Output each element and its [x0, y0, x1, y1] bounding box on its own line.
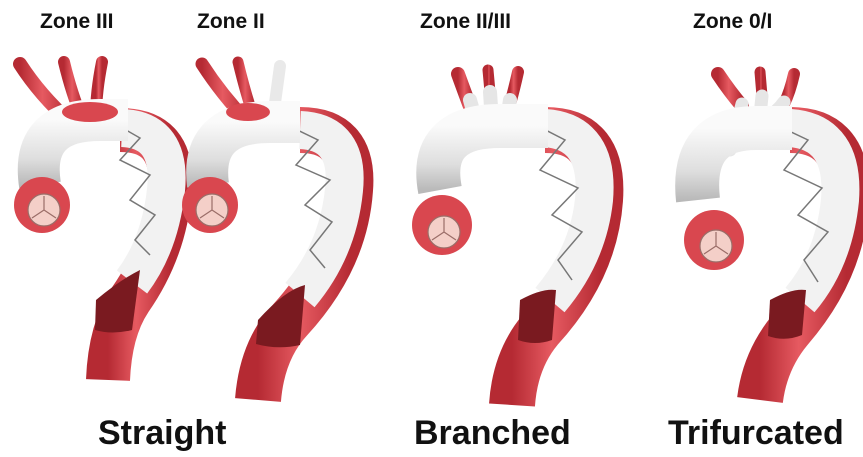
straight-label: Straight: [98, 414, 226, 453]
stent-graft: [300, 130, 345, 295]
aortic-lumen: [518, 290, 556, 343]
figure-zone-iii: [14, 62, 170, 380]
arch-graft: [39, 120, 128, 185]
branched-label: Branched: [414, 414, 571, 453]
figure-zone-ii: [182, 62, 350, 400]
aortic-lumen: [768, 290, 806, 339]
arch-graft: [438, 126, 548, 190]
aortic-lumen: [256, 285, 305, 347]
graft-cuff: [226, 103, 270, 121]
figure-zone-0-i: [684, 72, 846, 400]
graft-cuff: [62, 102, 118, 122]
arch-graft: [697, 128, 792, 200]
trifurcated-label: Trifurcated: [668, 414, 844, 453]
figure-zone-ii-iii: [412, 70, 600, 405]
arch-graft: [207, 122, 300, 185]
